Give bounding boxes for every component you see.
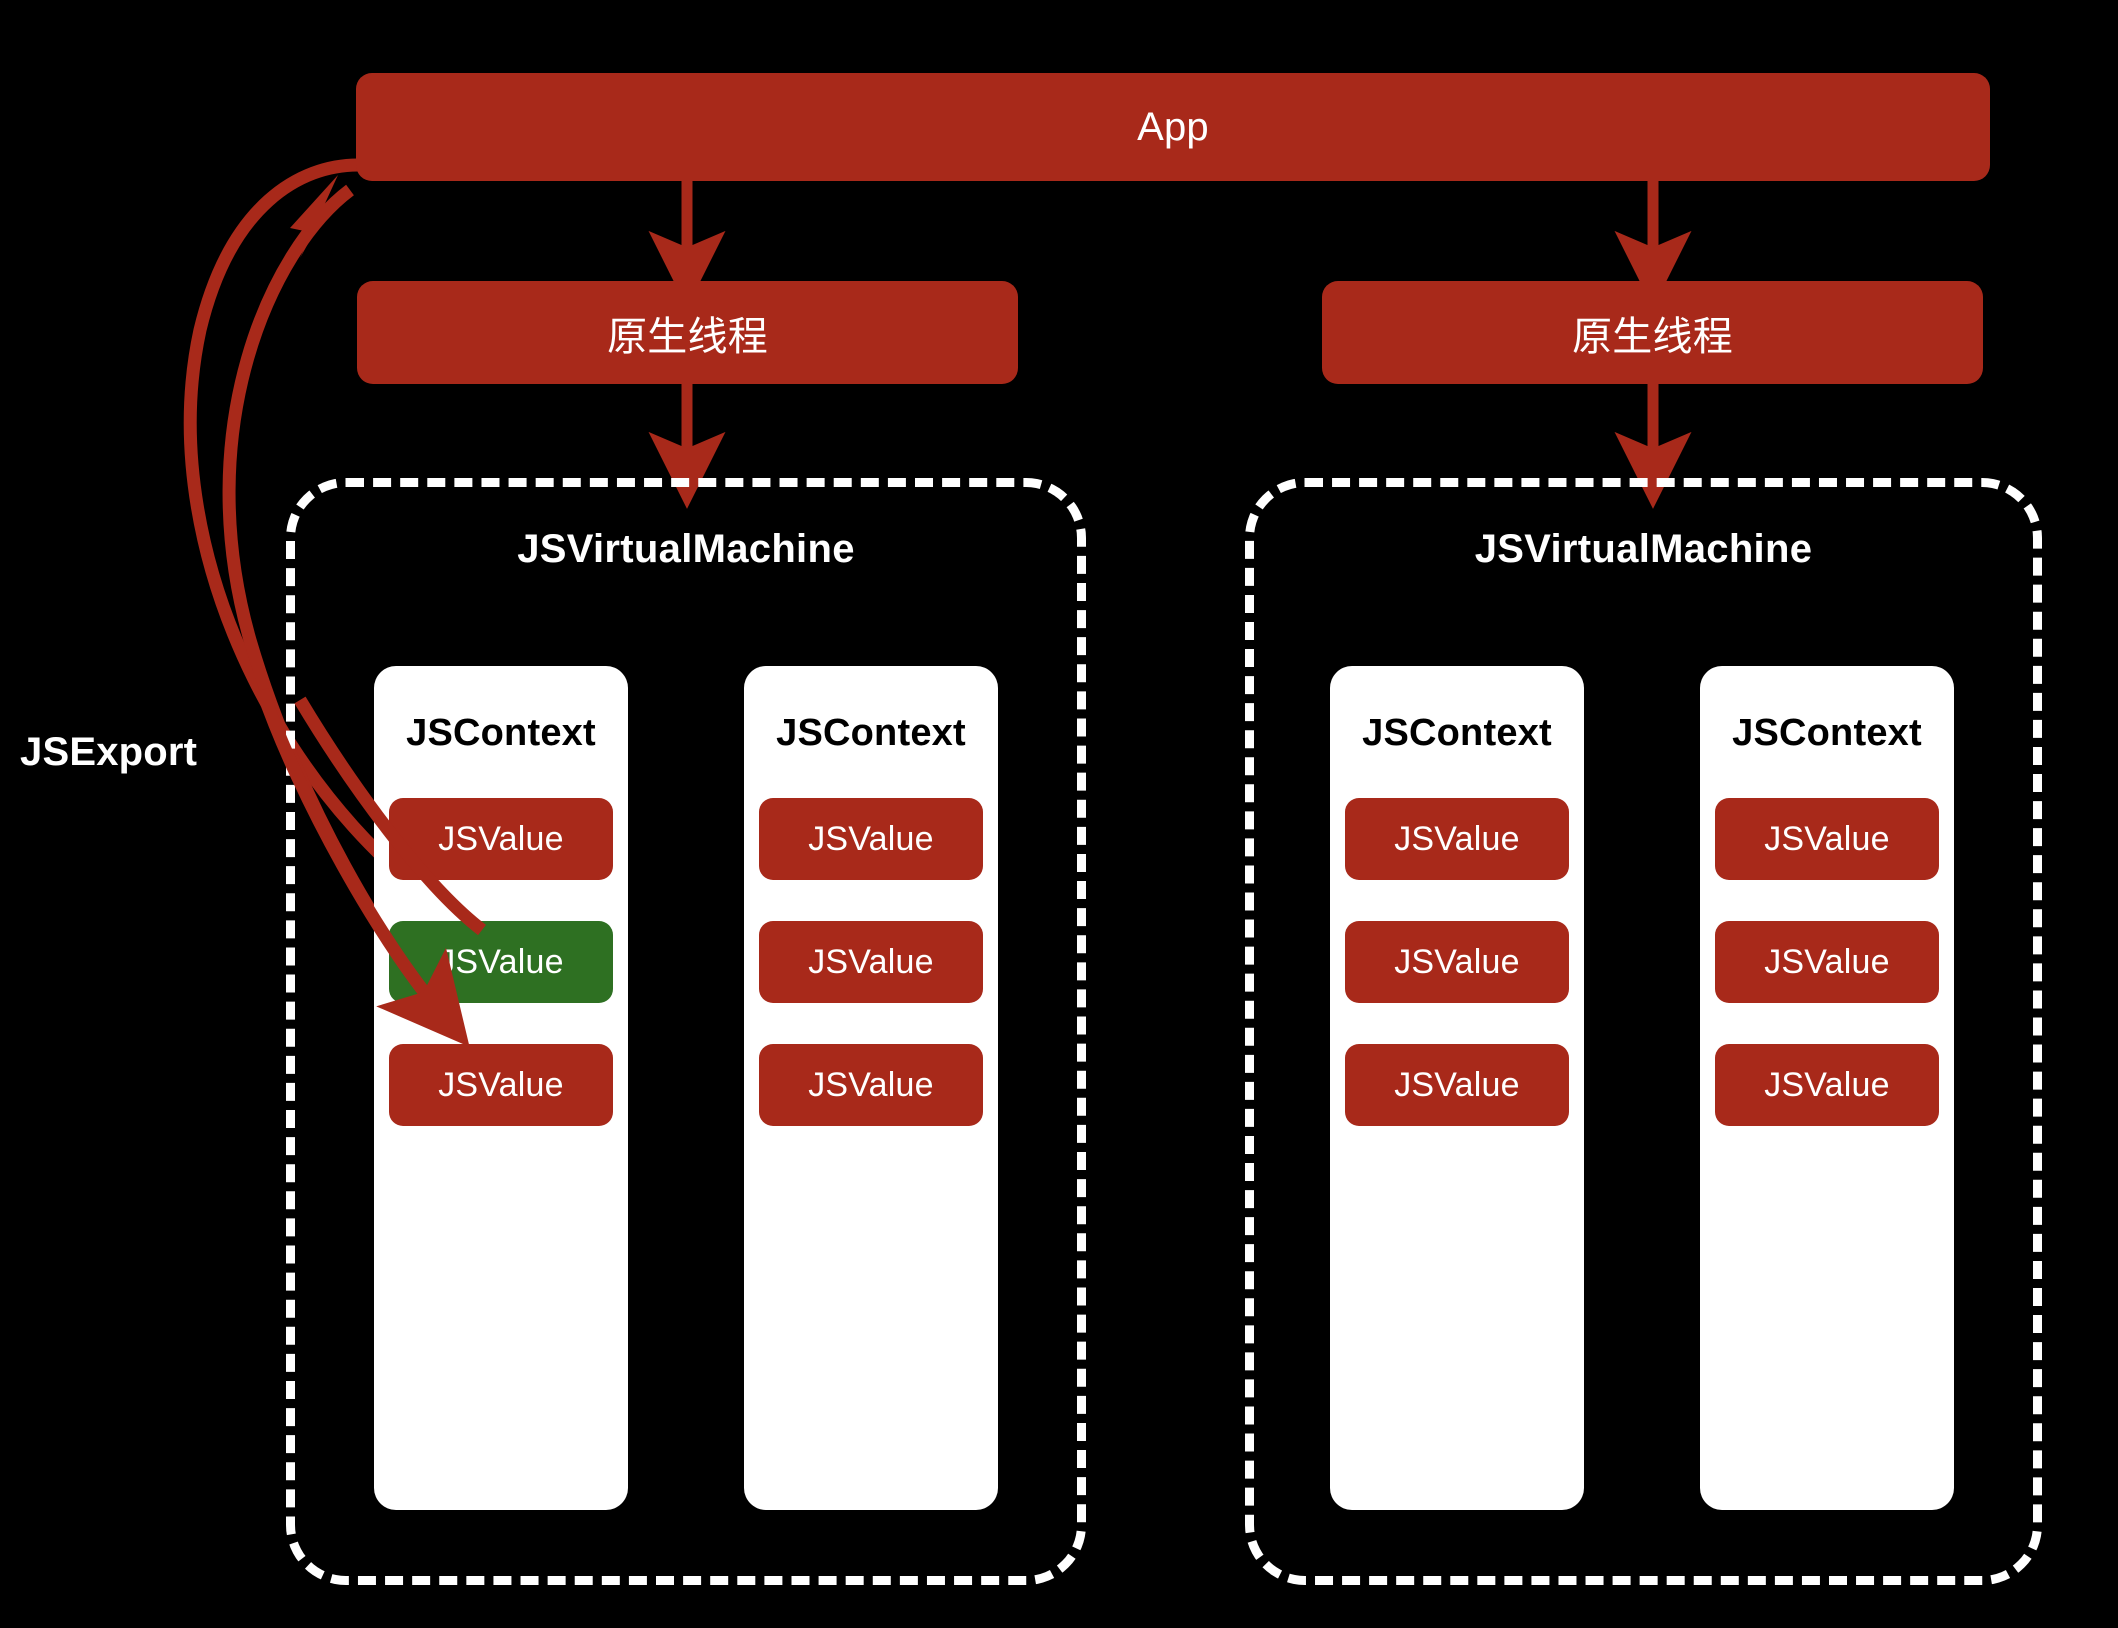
jsexport-label: JSExport: [20, 730, 198, 774]
jsvalue-pill[interactable]: JSValue: [1345, 921, 1569, 1003]
jsvalue-label: JSValue: [1394, 942, 1520, 981]
jsvalue-label: JSValue: [808, 942, 934, 981]
jsvalue-pill[interactable]: JSValue: [1345, 798, 1569, 880]
jsvalue-label: JSValue: [808, 819, 934, 858]
jsvalue-label: JSValue: [1394, 1065, 1520, 1104]
jsvalue-label: JSValue: [1764, 819, 1890, 858]
jsvalue-label: JSValue: [1764, 1065, 1890, 1104]
jscontext-right-vm-1[interactable]: JSContext JSValue JSValue JSValue: [1330, 666, 1584, 1510]
jsvalue-pill[interactable]: JSValue: [759, 798, 983, 880]
jscontext-label: JSContext: [1362, 712, 1552, 754]
native-thread-left-label: 原生线程: [607, 314, 768, 359]
jsvalue-pill[interactable]: JSValue: [1715, 1044, 1939, 1126]
jsvalue-label: JSValue: [438, 819, 564, 858]
jscontext-left-vm-2[interactable]: JSContext JSValue JSValue JSValue: [744, 666, 998, 1510]
jsvirtualmachine-left: JSVirtualMachine: [286, 478, 1086, 1585]
native-thread-right-label: 原生线程: [1572, 314, 1733, 359]
jscontext-label: JSContext: [1732, 712, 1922, 754]
jsvalue-label: JSValue: [438, 1065, 564, 1104]
app-bar[interactable]: App: [356, 73, 1990, 181]
jscontext-label: JSContext: [776, 712, 966, 754]
jsvirtualmachine-left-title: JSVirtualMachine: [517, 527, 855, 571]
jsvalue-label: JSValue: [1764, 942, 1890, 981]
jsvalue-pill[interactable]: JSValue: [1345, 1044, 1569, 1126]
jsvirtualmachine-right: JSVirtualMachine: [1245, 478, 2042, 1585]
app-label: App: [1137, 104, 1209, 149]
jsvalue-pill[interactable]: JSValue: [759, 1044, 983, 1126]
jsvalue-label: JSValue: [1394, 819, 1520, 858]
jsvalue-pill-highlighted[interactable]: JSValue: [389, 921, 613, 1003]
jsvirtualmachine-right-title: JSVirtualMachine: [1474, 527, 1813, 571]
jsvalue-pill[interactable]: JSValue: [389, 1044, 613, 1126]
native-thread-right[interactable]: 原生线程: [1322, 281, 1983, 384]
jsvalue-pill[interactable]: JSValue: [1715, 798, 1939, 880]
jscontext-right-vm-2[interactable]: JSContext JSValue JSValue JSValue: [1700, 666, 1954, 1510]
native-thread-left[interactable]: 原生线程: [357, 281, 1018, 384]
jsvalue-pill[interactable]: JSValue: [759, 921, 983, 1003]
jsvalue-label: JSValue: [808, 1065, 934, 1104]
jsvalue-label: JSValue: [438, 942, 564, 981]
jscontext-label: JSContext: [406, 712, 596, 754]
jsvalue-pill[interactable]: JSValue: [389, 798, 613, 880]
jsvalue-pill[interactable]: JSValue: [1715, 921, 1939, 1003]
jscontext-left-vm-1[interactable]: JSContext JSValue JSValue JSValue: [374, 666, 628, 1510]
arrowhead-into-app: [290, 175, 338, 258]
